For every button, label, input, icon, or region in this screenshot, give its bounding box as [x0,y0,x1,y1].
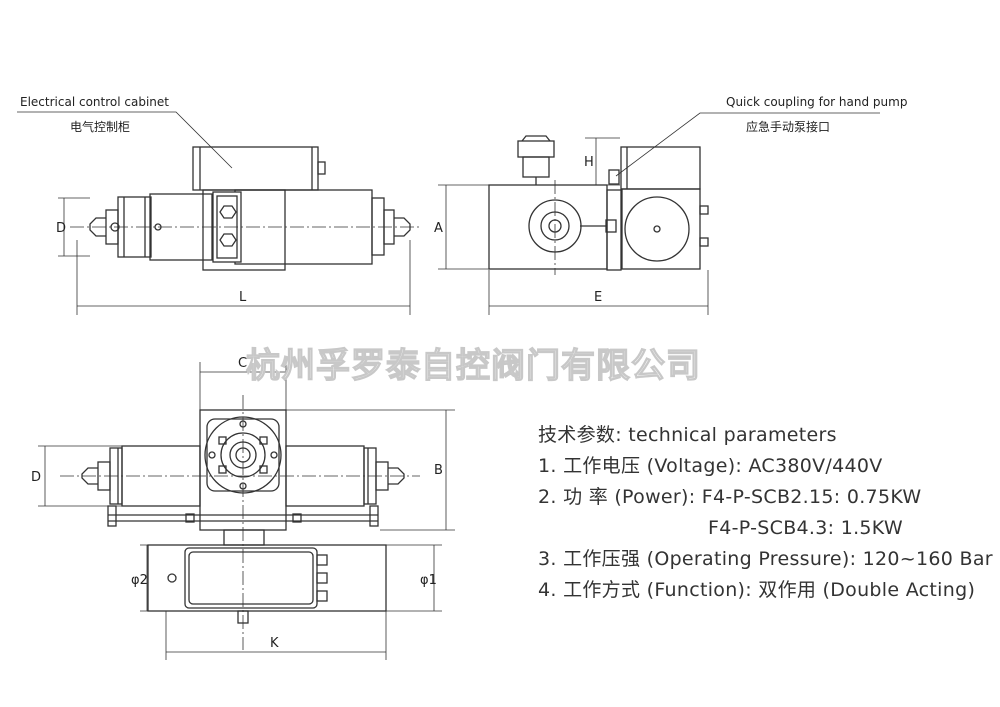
company-watermark: 杭州孚罗泰自控阀门有限公司 [245,345,701,386]
dim-e: E [594,290,602,305]
param-voltage: 1. 工作电压 (Voltage): AC380V/440V [538,455,883,477]
technical-parameters: 技术参数: technical parameters 1. 工作电压 (Volt… [538,420,998,606]
dim-d-bottom: D [31,470,41,485]
param-function: 4. 工作方式 (Function): 双作用 (Double Acting) [538,579,976,601]
param-pressure: 3. 工作压强 (Operating Pressure): 120~160 Ba… [538,548,993,570]
param-power: 2. 功 率 (Power): F4-P-SCB2.15: 0.75KW [538,486,922,508]
dim-b: B [434,463,443,478]
dim-d-top: D [56,221,66,236]
dim-l: L [239,290,247,305]
cabinet-label-cn: 电气控制柜 [70,119,130,134]
dim-c: C [238,356,247,371]
dim-phi2: φ2 [131,573,148,588]
dim-phi1: φ1 [420,573,437,588]
side-view-left [17,111,420,315]
param-power-alt: F4-P-SCB4.3: 1.5KW [708,517,903,539]
dim-h: H [584,155,594,170]
plan-view [38,362,455,660]
params-header: 技术参数: technical parameters [538,424,837,446]
side-view-right [438,112,880,315]
dim-a: A [434,221,443,236]
coupling-label-cn: 应急手动泵接口 [746,119,830,134]
coupling-label-en: Quick coupling for hand pump [726,95,907,109]
cabinet-label-en: Electrical control cabinet [20,95,169,109]
dim-k: K [270,636,279,651]
